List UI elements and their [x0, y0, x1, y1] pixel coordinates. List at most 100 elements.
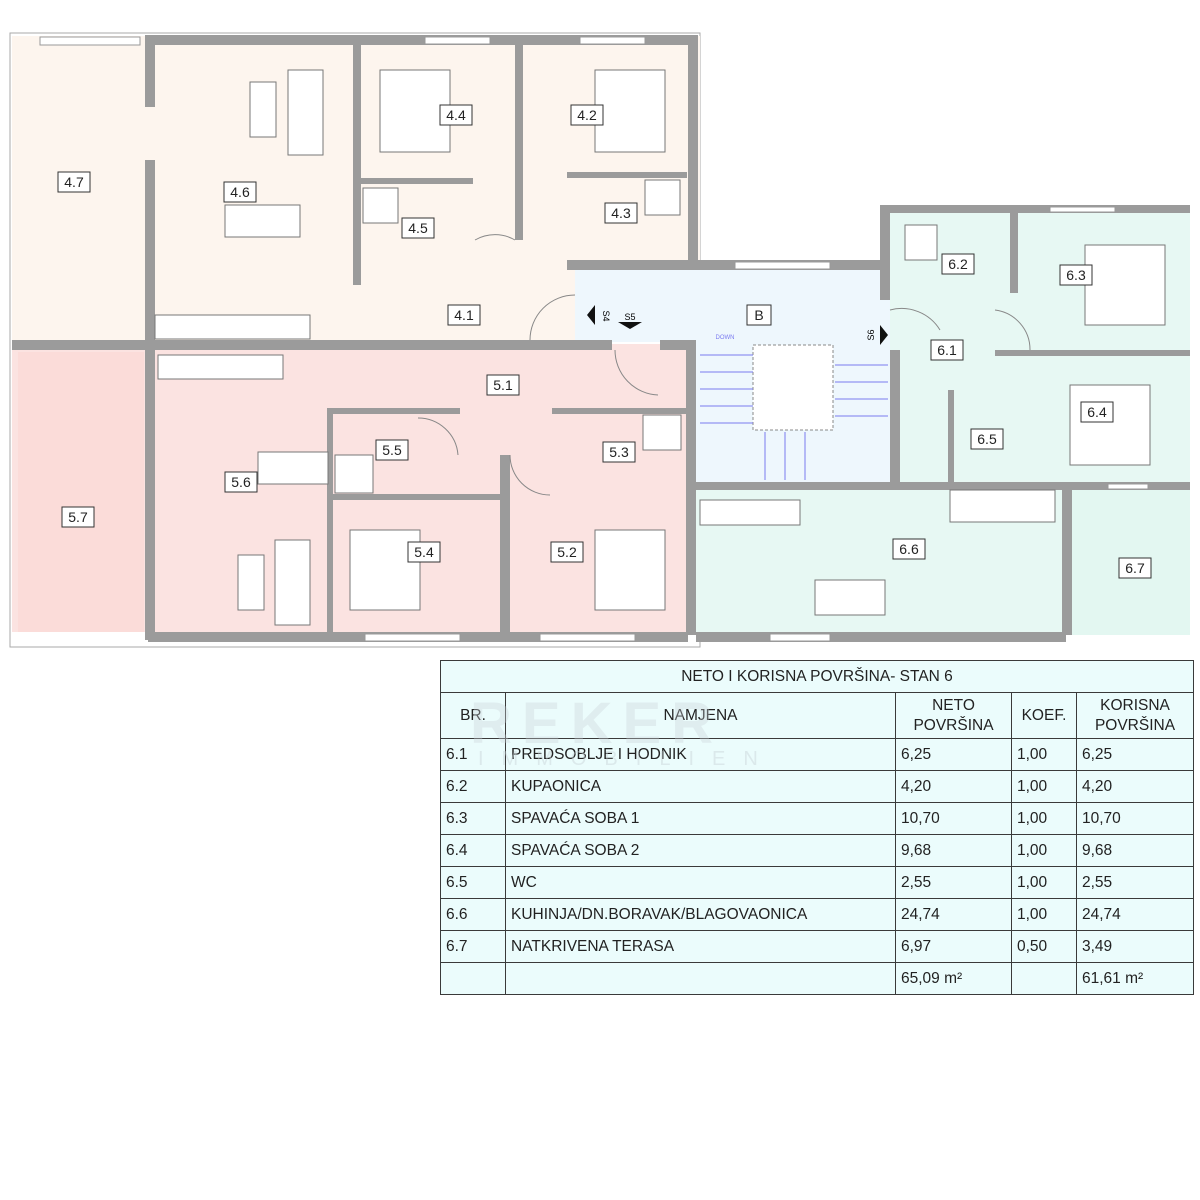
room-label-5-7: 5.7	[61, 506, 95, 528]
svg-text:5.1: 5.1	[493, 377, 513, 393]
room-label-6-4: 6.4	[1080, 401, 1114, 423]
section-arrow-icon	[587, 305, 595, 325]
cell-namjena: SPAVAĆA SOBA 1	[505, 802, 896, 835]
room-label-5-6: 5.6	[224, 471, 258, 493]
sofa-icon	[287, 69, 324, 156]
svg-text:6.2: 6.2	[948, 256, 968, 272]
header-namjena: NAMJENA	[505, 692, 896, 739]
kitchen-counter-icon	[154, 314, 311, 340]
dining-table-icon	[257, 451, 329, 485]
room-label-5-5: 5.5	[375, 439, 409, 461]
cell-br: 6.7	[440, 930, 506, 963]
cell-br: 6.4	[440, 834, 506, 867]
room-label-b: B	[746, 304, 772, 326]
cell-namjena: WC	[505, 866, 896, 899]
bed-icon	[594, 69, 666, 153]
room-label-4-3: 4.3	[604, 202, 638, 224]
svg-text:4.3: 4.3	[611, 205, 631, 221]
svg-text:6.4: 6.4	[1087, 404, 1107, 420]
room-label-4-2: 4.2	[570, 104, 604, 126]
svg-text:5.7: 5.7	[68, 509, 88, 525]
bed-icon	[1084, 244, 1166, 326]
cell-koef: 1,00	[1011, 770, 1077, 803]
cell-korisna: 24,74	[1076, 898, 1194, 931]
room-label-6-3: 6.3	[1059, 264, 1093, 286]
cell-korisna: 9,68	[1076, 834, 1194, 867]
cell-br: 6.6	[440, 898, 506, 931]
cell-neto: 4,20	[895, 770, 1012, 803]
svg-text:6.6: 6.6	[899, 541, 919, 557]
cell-koef: 1,00	[1011, 738, 1077, 771]
svg-text:5.2: 5.2	[557, 544, 577, 560]
stairs-direction-label: DOWN	[716, 335, 735, 341]
room-label-5-3: 5.3	[602, 441, 636, 463]
cell-br: 6.3	[440, 802, 506, 835]
shower-icon	[904, 224, 938, 261]
cell-br: 6.2	[440, 770, 506, 803]
sofa-icon	[949, 489, 1056, 523]
cell-koef: 1,00	[1011, 898, 1077, 931]
header-korisna: KORISNA POVRŠINA	[1076, 692, 1194, 739]
svg-text:6.1: 6.1	[937, 342, 957, 358]
svg-text:4.2: 4.2	[577, 107, 597, 123]
section-s6: S6	[866, 329, 876, 340]
svg-text:6.3: 6.3	[1066, 267, 1086, 283]
room-label-6-2: 6.2	[941, 253, 975, 275]
section-s4: S4	[601, 310, 611, 321]
coffee-table-icon	[249, 81, 277, 138]
cell-neto: 6,25	[895, 738, 1012, 771]
total-neto: 65,09 m²	[895, 962, 1012, 995]
cell-br: 6.1	[440, 738, 506, 771]
room-label-5-2: 5.2	[550, 541, 584, 563]
svg-text:6.7: 6.7	[1125, 560, 1145, 576]
cell-namjena: NATKRIVENA TERASA	[505, 930, 896, 963]
cell-korisna: 3,49	[1076, 930, 1194, 963]
room-label-4-7: 4.7	[57, 171, 91, 193]
header-neto: NETO POVRŠINA	[895, 692, 1012, 739]
shower-icon	[362, 187, 399, 224]
total-korisna: 61,61 m²	[1076, 962, 1194, 995]
cell-koef: 1,00	[1011, 834, 1077, 867]
cell-korisna: 6,25	[1076, 738, 1194, 771]
cell-neto: 9,68	[895, 834, 1012, 867]
room-label-4-4: 4.4	[439, 104, 473, 126]
floor-plan: DOWN S4 S5 S6 4.7 4.6 4.4 4.2 4.5 4.3 4.…	[9, 32, 1190, 648]
cell-namjena: KUPAONICA	[505, 770, 896, 803]
cell-neto: 2,55	[895, 866, 1012, 899]
section-arrow-icon	[880, 325, 888, 345]
header-koef: KOEF.	[1011, 692, 1077, 739]
shower-icon	[644, 179, 681, 216]
table-total-row: 65,09 m² 61,61 m²	[440, 962, 1194, 995]
cell-korisna: 2,55	[1076, 866, 1194, 899]
cell-neto: 10,70	[895, 802, 1012, 835]
room-label-6-7: 6.7	[1118, 557, 1152, 579]
svg-text:5.5: 5.5	[382, 442, 402, 458]
svg-text:4.1: 4.1	[454, 307, 474, 323]
room-label-4-5: 4.5	[401, 217, 435, 239]
shower-icon	[334, 454, 374, 494]
svg-text:4.7: 4.7	[64, 174, 84, 190]
cell-korisna: 10,70	[1076, 802, 1194, 835]
doors	[417, 234, 1031, 496]
cell-namjena: PREDSOBLJE I HODNIK	[505, 738, 896, 771]
dining-table-icon	[814, 579, 886, 616]
cell-koef: 1,00	[1011, 866, 1077, 899]
svg-text:5.6: 5.6	[231, 474, 251, 490]
stair-well	[752, 344, 834, 431]
svg-text:B: B	[754, 307, 763, 323]
sofa-icon	[274, 539, 311, 626]
cell-korisna: 4,20	[1076, 770, 1194, 803]
svg-text:6.5: 6.5	[977, 431, 997, 447]
area-table: NETO I KORISNA POVRŠINA- STAN 6 BR. NAMJ…	[440, 660, 1194, 995]
dining-table-icon	[224, 204, 301, 238]
cell-neto: 6,97	[895, 930, 1012, 963]
room-label-6-1: 6.1	[930, 339, 964, 361]
kitchen-counter-icon	[157, 354, 284, 380]
svg-text:4.4: 4.4	[446, 107, 466, 123]
room-label-6-5: 6.5	[970, 428, 1004, 450]
